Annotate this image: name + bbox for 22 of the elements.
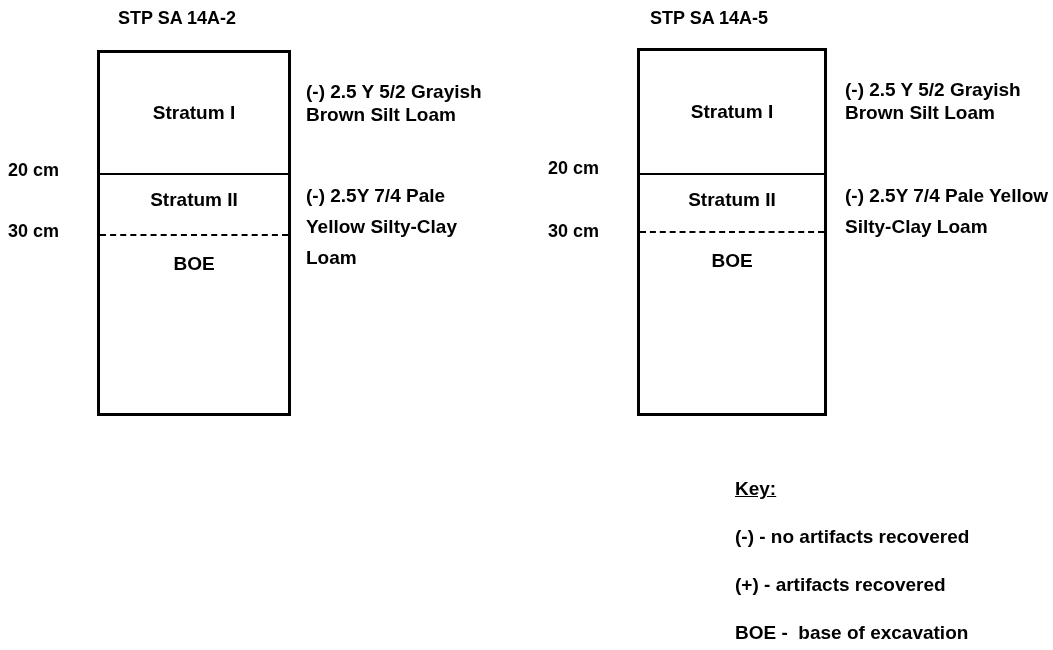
stratum-label: BOE [172, 253, 216, 275]
key-heading: Key: [735, 478, 777, 500]
soil-description: (-) 2.5 Y 5/2 Grayish Brown Silt Loam [845, 78, 1022, 124]
stratum-label: Stratum I [689, 101, 775, 123]
stratum-label: Stratum I [151, 102, 237, 124]
depth-label: 20 cm [8, 160, 60, 181]
key-entry: BOE - base of excavation [735, 622, 969, 644]
stratum-label: BOE [710, 250, 754, 272]
depth-label: 20 cm [548, 158, 600, 179]
depth-label: 30 cm [8, 221, 60, 242]
depth-label: 30 cm [548, 221, 600, 242]
profile-heading: STP SA 14A-2 [118, 8, 237, 29]
soil-description: (-) 2.5Y 7/4 Pale Yellow Silty-Clay Loam [845, 184, 1050, 239]
soil-profile-box [637, 48, 827, 416]
key-entry: (-) - no artifacts recovered [735, 526, 970, 548]
stratum-label: Stratum II [687, 189, 777, 211]
stratum-label: Stratum II [149, 189, 239, 211]
profile-heading: STP SA 14A-5 [650, 8, 769, 29]
key-entry: (+) - artifacts recovered [735, 574, 946, 596]
soil-profile-box [97, 50, 291, 416]
soil-description: (-) 2.5Y 7/4 Pale Yellow Silty-Clay Loam [306, 184, 458, 270]
soil-description: (-) 2.5 Y 5/2 Grayish Brown Silt Loam [306, 80, 483, 126]
